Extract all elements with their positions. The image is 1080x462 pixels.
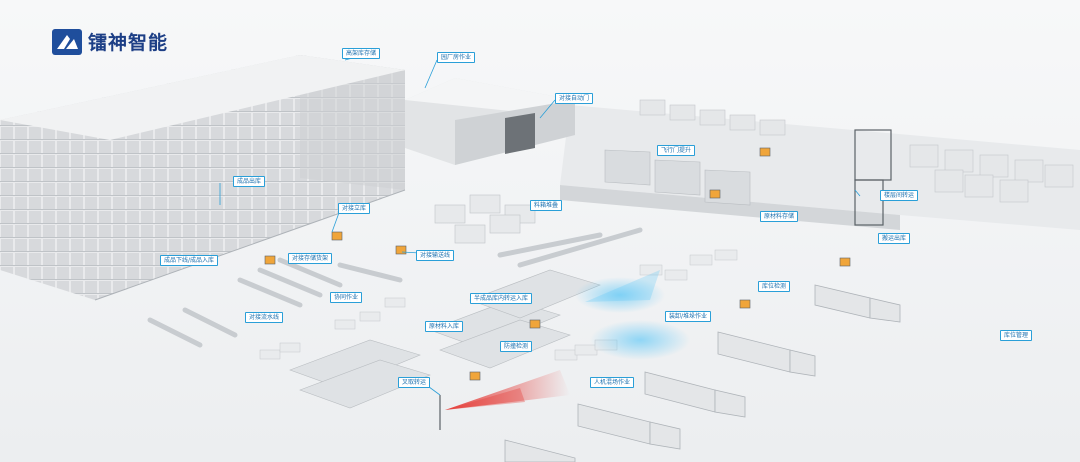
- agv-robots: [264, 147, 851, 381]
- lidar-blue-scan-2: [590, 320, 690, 360]
- leishen-logo-icon: [52, 28, 82, 55]
- lift-tower: [854, 129, 892, 226]
- label-collision-detect: 防撞检测: [500, 341, 533, 352]
- conveyor-lines: [147, 227, 643, 348]
- label-auto-door: 对接自动门: [555, 93, 594, 104]
- trucks: [504, 284, 901, 462]
- label-slot-detect: 原材料入库: [425, 321, 464, 332]
- label-dock-asrs: 对接立库: [338, 203, 371, 214]
- racks-right: [639, 99, 1074, 203]
- brand-name: 镭神智能: [88, 32, 169, 54]
- label-finished-outbound: 成品出库: [233, 176, 266, 187]
- label-finished-inbound: 成品下线/成品入库: [160, 255, 219, 266]
- label-bin-stacking: 料箱堆叠: [530, 200, 563, 211]
- label-semi-finished-transfer: 半成品库内转运入库: [470, 293, 533, 304]
- loading-docks: [604, 149, 751, 206]
- label-door-lift: 飞行门提升: [657, 145, 696, 156]
- label-dock-line: 对接流水线: [245, 312, 284, 323]
- brand-logo: 镭神智能: [52, 28, 168, 55]
- label-slot-management: 库位管理: [1000, 330, 1033, 341]
- label-plant-operation: 园厂房作业: [437, 52, 476, 63]
- pallet-stacks: [434, 194, 536, 244]
- label-handling-outbound: 搬运出库: [878, 233, 911, 244]
- label-dock-rack: 对接存储货架: [288, 253, 333, 264]
- label-high-bay-storage: 高架库存储: [342, 48, 381, 59]
- label-raw-inbound: 库位检测: [758, 281, 791, 292]
- high-bay-warehouse: [0, 55, 406, 301]
- label-loading-stacking: 装卸/堆垛作业: [665, 311, 712, 322]
- label-fork-transfer: 叉取转运: [398, 377, 431, 388]
- factory-building: [405, 78, 575, 165]
- label-collab-operation: 协同作业: [330, 292, 363, 303]
- label-mixed-operation: 人机混场作业: [590, 377, 635, 388]
- upper-platform: [560, 105, 1080, 230]
- label-dock-conveyor: 对接输送线: [416, 250, 455, 261]
- lidar-red-scan: [445, 370, 570, 410]
- label-floor-transfer: 楼层间转运: [880, 190, 919, 201]
- label-raw-storage: 原材料存储: [760, 211, 799, 222]
- lidar-blue-scan-1: [575, 277, 665, 313]
